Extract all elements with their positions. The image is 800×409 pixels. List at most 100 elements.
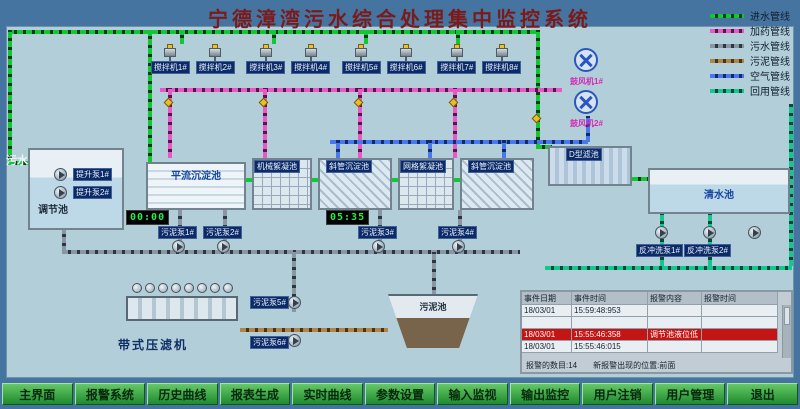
legend-label: 进水管线 — [750, 12, 790, 23]
mixer-motor-body — [495, 48, 508, 57]
menu-button[interactable]: 报警系统 — [74, 383, 146, 405]
pipe-inflow-drop-1 — [148, 30, 152, 162]
alarm-row[interactable]: 18/03/01 15:59:48:953 — [522, 305, 791, 317]
mixer-unit[interactable]: 搅拌机5# — [341, 44, 382, 74]
belt-press-body[interactable] — [126, 296, 238, 321]
roller-icon — [132, 283, 142, 293]
alarm-header-cell: 报警时间 — [702, 292, 778, 305]
alarm-cell-alarmtime — [702, 341, 778, 353]
mixer-unit[interactable]: 搅拌机6# — [386, 44, 427, 74]
mixer-icon — [207, 44, 223, 61]
blower-1-label: 鼓风机1# — [570, 77, 603, 86]
sludge-pump-2-label: 污泥泵2# — [203, 226, 242, 239]
alarm-row[interactable]: 18/03/01 15:55:46:015 — [522, 341, 791, 353]
alarm-scrollbar[interactable] — [782, 305, 791, 358]
page-title: 宁德漳湾污水综合处理集中监控系统 — [208, 9, 592, 31]
sludge-pump-2-icon[interactable] — [217, 240, 230, 253]
sludge-pump-4-icon[interactable] — [452, 240, 465, 253]
mixer-icon — [303, 44, 319, 61]
mixer-motor-body — [209, 48, 222, 57]
mixer-unit[interactable]: 搅拌机2# — [195, 44, 236, 74]
pipe-tank-connector-4 — [454, 178, 462, 182]
tank-mechanical-flocculation-label: 机械絮凝池 — [254, 160, 300, 173]
menu-button[interactable]: 输出监控 — [509, 383, 581, 405]
menu-button[interactable]: 主界面 — [2, 383, 73, 405]
mixer-row: 搅拌机1# 搅拌机2# 搅拌机3# 搅拌 — [150, 44, 532, 74]
roller-icon — [210, 283, 220, 293]
alarm-row[interactable]: 18/03/01 15:55:46:358 调节池液位低 — [522, 329, 791, 341]
reuse-pump-icon[interactable] — [748, 226, 761, 239]
menu-button[interactable]: 历史曲线 — [147, 383, 218, 405]
menu-button[interactable]: 输入监视 — [437, 383, 508, 405]
sludge-pump-6-icon[interactable] — [288, 334, 301, 347]
alarm-header-cell: 事件日期 — [522, 292, 572, 305]
mixer-label: 搅拌机5# — [341, 61, 381, 74]
lift-pump-2-icon[interactable] — [54, 186, 67, 199]
mixer-unit[interactable]: 搅拌机1# — [150, 44, 191, 74]
mixer-motor-body — [304, 48, 317, 57]
mixer-icon — [398, 44, 414, 61]
mixer-shaft — [214, 57, 217, 61]
menu-button[interactable]: 用户注销 — [582, 383, 653, 405]
alarm-header-cell: 事件时间 — [572, 292, 648, 305]
roller-icon — [145, 283, 155, 293]
alarm-cell-date — [522, 317, 572, 329]
mixer-icon — [353, 44, 369, 61]
sludge-pump-4-label: 污泥泵4# — [438, 226, 477, 239]
alarm-cell-date: 18/03/01 — [522, 341, 572, 353]
pipe-mixer-drop-3 — [364, 30, 368, 44]
belt-press-label: 带式压滤机 — [118, 338, 189, 352]
alarm-row[interactable] — [522, 317, 791, 329]
mixer-motor-body — [355, 48, 368, 57]
pipe-mixer-drop-1 — [180, 30, 184, 44]
alarm-cell-time: 15:59:48:953 — [572, 305, 648, 317]
menu-button[interactable]: 用户管理 — [654, 383, 726, 405]
alarm-count: 报警的数目:14 — [526, 361, 578, 370]
legend-item: 污泥管线 — [710, 53, 790, 68]
pipe-dfilter-clearwater — [632, 177, 650, 181]
bottom-menu: 主界面 报警系统 历史曲线 报表生成 实时曲线 参数设置 输入监视 输出监控 用… — [0, 383, 800, 405]
pipe-sludge-pump-line — [292, 252, 296, 312]
tank-clear-water-label: 清水池 — [704, 190, 734, 201]
menu-button[interactable]: 退出 — [727, 383, 799, 405]
legend-item: 加药管线 — [710, 23, 790, 38]
sludge-pump-5-icon[interactable] — [288, 296, 301, 309]
lift-pump-2-label: 提升泵2# — [73, 186, 112, 199]
mixer-label: 搅拌机3# — [246, 61, 286, 74]
backwash-pump-1-label: 反冲洗泵1# — [636, 244, 683, 257]
alarm-cell-alarmtime — [702, 329, 778, 341]
mixer-unit[interactable]: 搅拌机3# — [246, 44, 287, 74]
timer-display-2: 05:35 — [326, 210, 370, 225]
backwash-pump-1-icon[interactable] — [655, 226, 668, 239]
roller-icon — [158, 283, 168, 293]
menu-button[interactable]: 实时曲线 — [292, 383, 363, 405]
blower-1-fan-icon[interactable] — [574, 48, 598, 72]
scrollbar-thumb[interactable] — [784, 307, 790, 325]
mixer-shaft — [405, 57, 408, 61]
sludge-pump-1-icon[interactable] — [172, 240, 185, 253]
menu-button[interactable]: 报表生成 — [219, 383, 291, 405]
alarm-position: 新报警出现的位置:前面 — [593, 361, 676, 370]
backwash-pump-2-icon[interactable] — [703, 226, 716, 239]
alarm-cell-content — [648, 305, 702, 317]
pipe-inflow-inlet — [8, 161, 32, 165]
mixer-unit[interactable]: 搅拌机4# — [290, 44, 331, 74]
tank-regulating-label: 调节池 — [38, 205, 68, 216]
mixer-unit[interactable]: 搅拌机8# — [481, 44, 522, 74]
mixer-unit[interactable]: 搅拌机7# — [437, 44, 478, 74]
lift-pump-1-icon[interactable] — [54, 168, 67, 181]
mixer-label: 搅拌机2# — [195, 61, 235, 74]
tank-horizontal-sedimentation-label: 平流沉淀池 — [171, 171, 221, 182]
menu-button[interactable]: 参数设置 — [364, 383, 436, 405]
tank-grid-flocculation-label: 网格絮凝池 — [400, 160, 446, 173]
blower-2-fan-icon[interactable] — [574, 90, 598, 114]
sludge-pump-6-label: 污泥泵6# — [250, 336, 289, 349]
pipe-backwash-1 — [660, 214, 664, 266]
pipe-reuse-right — [789, 104, 793, 266]
sludge-pump-3-icon[interactable] — [372, 240, 385, 253]
mixer-label: 搅拌机4# — [291, 61, 331, 74]
mixer-shaft — [169, 57, 172, 61]
roller-icon — [197, 283, 207, 293]
mixer-label: 搅拌机7# — [437, 61, 477, 74]
pipe-color-swatch — [710, 28, 744, 33]
